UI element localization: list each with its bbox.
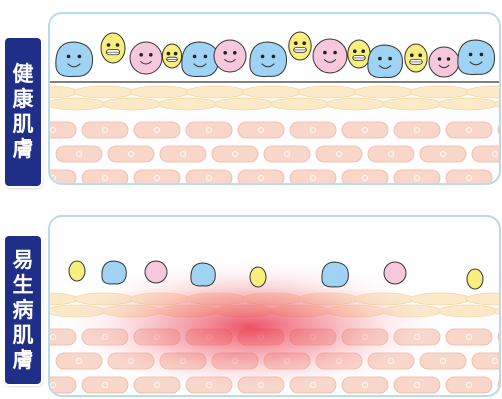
skin-cell (212, 146, 258, 162)
skin-cell (394, 377, 440, 393)
skin-cell (368, 146, 414, 162)
skin-scale (382, 98, 442, 110)
skin-cell-layers (50, 86, 501, 185)
skin-cell (498, 122, 501, 138)
skin-cell (446, 170, 492, 185)
label-char: 膚 (13, 137, 34, 162)
skin-scale (494, 305, 501, 317)
smiling-bacteria-icon (214, 40, 246, 72)
skin-scale (438, 98, 498, 110)
skin-cell (498, 170, 501, 185)
smiling-bacteria-icon (368, 45, 403, 78)
skin-cell (134, 122, 180, 138)
skin-cell (394, 122, 440, 138)
smiling-bacteria-icon (250, 42, 287, 76)
skin-scale (50, 98, 106, 110)
label-char: 肌 (13, 112, 34, 137)
germ-icon (69, 261, 85, 281)
skin-scale (466, 293, 501, 305)
skin-cell (290, 170, 336, 185)
skin-scale (270, 98, 330, 110)
smiling-bacteria-icon (130, 42, 162, 74)
skin-cell (264, 146, 310, 162)
germ-icon (250, 267, 266, 287)
germ-icon (467, 269, 483, 289)
label-char: 生 (13, 273, 34, 298)
smiling-bacteria-icon (182, 42, 219, 76)
skin-cell (186, 122, 232, 138)
skin-cell (56, 146, 102, 162)
skin-cell (342, 122, 388, 138)
skin-scale (354, 86, 414, 98)
healthy-skin-illustration (50, 14, 501, 185)
smiling-bacteria-icon (313, 39, 347, 73)
sick-skin-label: 易 生 病 肌 膚 (5, 236, 41, 384)
skin-cell (82, 170, 128, 185)
skin-cell (50, 122, 76, 138)
skin-cell (82, 122, 128, 138)
healthy-skin-diagram (48, 12, 501, 185)
label-char: 膚 (13, 348, 34, 373)
sick-skin-illustration (50, 217, 501, 397)
skin-scale (242, 86, 302, 98)
skin-cell (108, 146, 154, 162)
skin-cell (160, 146, 206, 162)
smiling-bacteria-icon (348, 40, 370, 68)
skin-scale (74, 86, 134, 98)
smiling-bacteria-icon (405, 44, 427, 72)
germ-icon (322, 262, 348, 287)
germ-icon (102, 261, 126, 284)
label-char: 健 (13, 62, 34, 87)
skin-scale (158, 98, 218, 110)
skin-scale (186, 86, 246, 98)
skin-cell (316, 146, 362, 162)
skin-scale (102, 98, 162, 110)
skin-cell (472, 146, 501, 162)
skin-cell (238, 170, 284, 185)
skin-scale (130, 86, 190, 98)
skin-cell (342, 170, 388, 185)
skin-cell (498, 329, 501, 345)
smiling-bacteria-icon (458, 40, 495, 74)
skin-cell (446, 377, 492, 393)
skin-cell (50, 170, 76, 185)
skin-cell (238, 122, 284, 138)
germ-icon (191, 263, 215, 286)
smiling-bacteria-icon (101, 33, 125, 63)
skin-scale (298, 86, 358, 98)
label-char: 病 (13, 298, 34, 323)
label-char: 肌 (13, 323, 34, 348)
skin-cell (290, 122, 336, 138)
skin-scale (214, 98, 274, 110)
skin-cell (446, 122, 492, 138)
skin-cell (420, 146, 466, 162)
skin-cell (394, 170, 440, 185)
skin-cell (50, 377, 76, 393)
skin-cell (498, 377, 501, 393)
sick-skin-diagram (48, 215, 501, 397)
skin-cell (446, 329, 492, 345)
smiling-bacteria-icon (56, 42, 93, 76)
smiling-bacteria-icon (289, 32, 311, 60)
germ-icon (145, 261, 167, 283)
smiling-bacteria-icon (429, 47, 459, 77)
skin-scale (466, 86, 501, 98)
skin-scale (410, 86, 470, 98)
germ-icon (384, 262, 406, 284)
skin-cell (134, 170, 180, 185)
label-char: 康 (13, 87, 34, 112)
skin-scale (494, 98, 501, 110)
skin-cell (186, 170, 232, 185)
skin-scale (326, 98, 386, 110)
label-char: 易 (13, 248, 34, 273)
smiling-bacteria-icon (162, 44, 181, 68)
skin-cell (472, 353, 501, 369)
bacteria-colony (50, 32, 501, 82)
healthy-skin-label: 健 康 肌 膚 (5, 38, 41, 186)
